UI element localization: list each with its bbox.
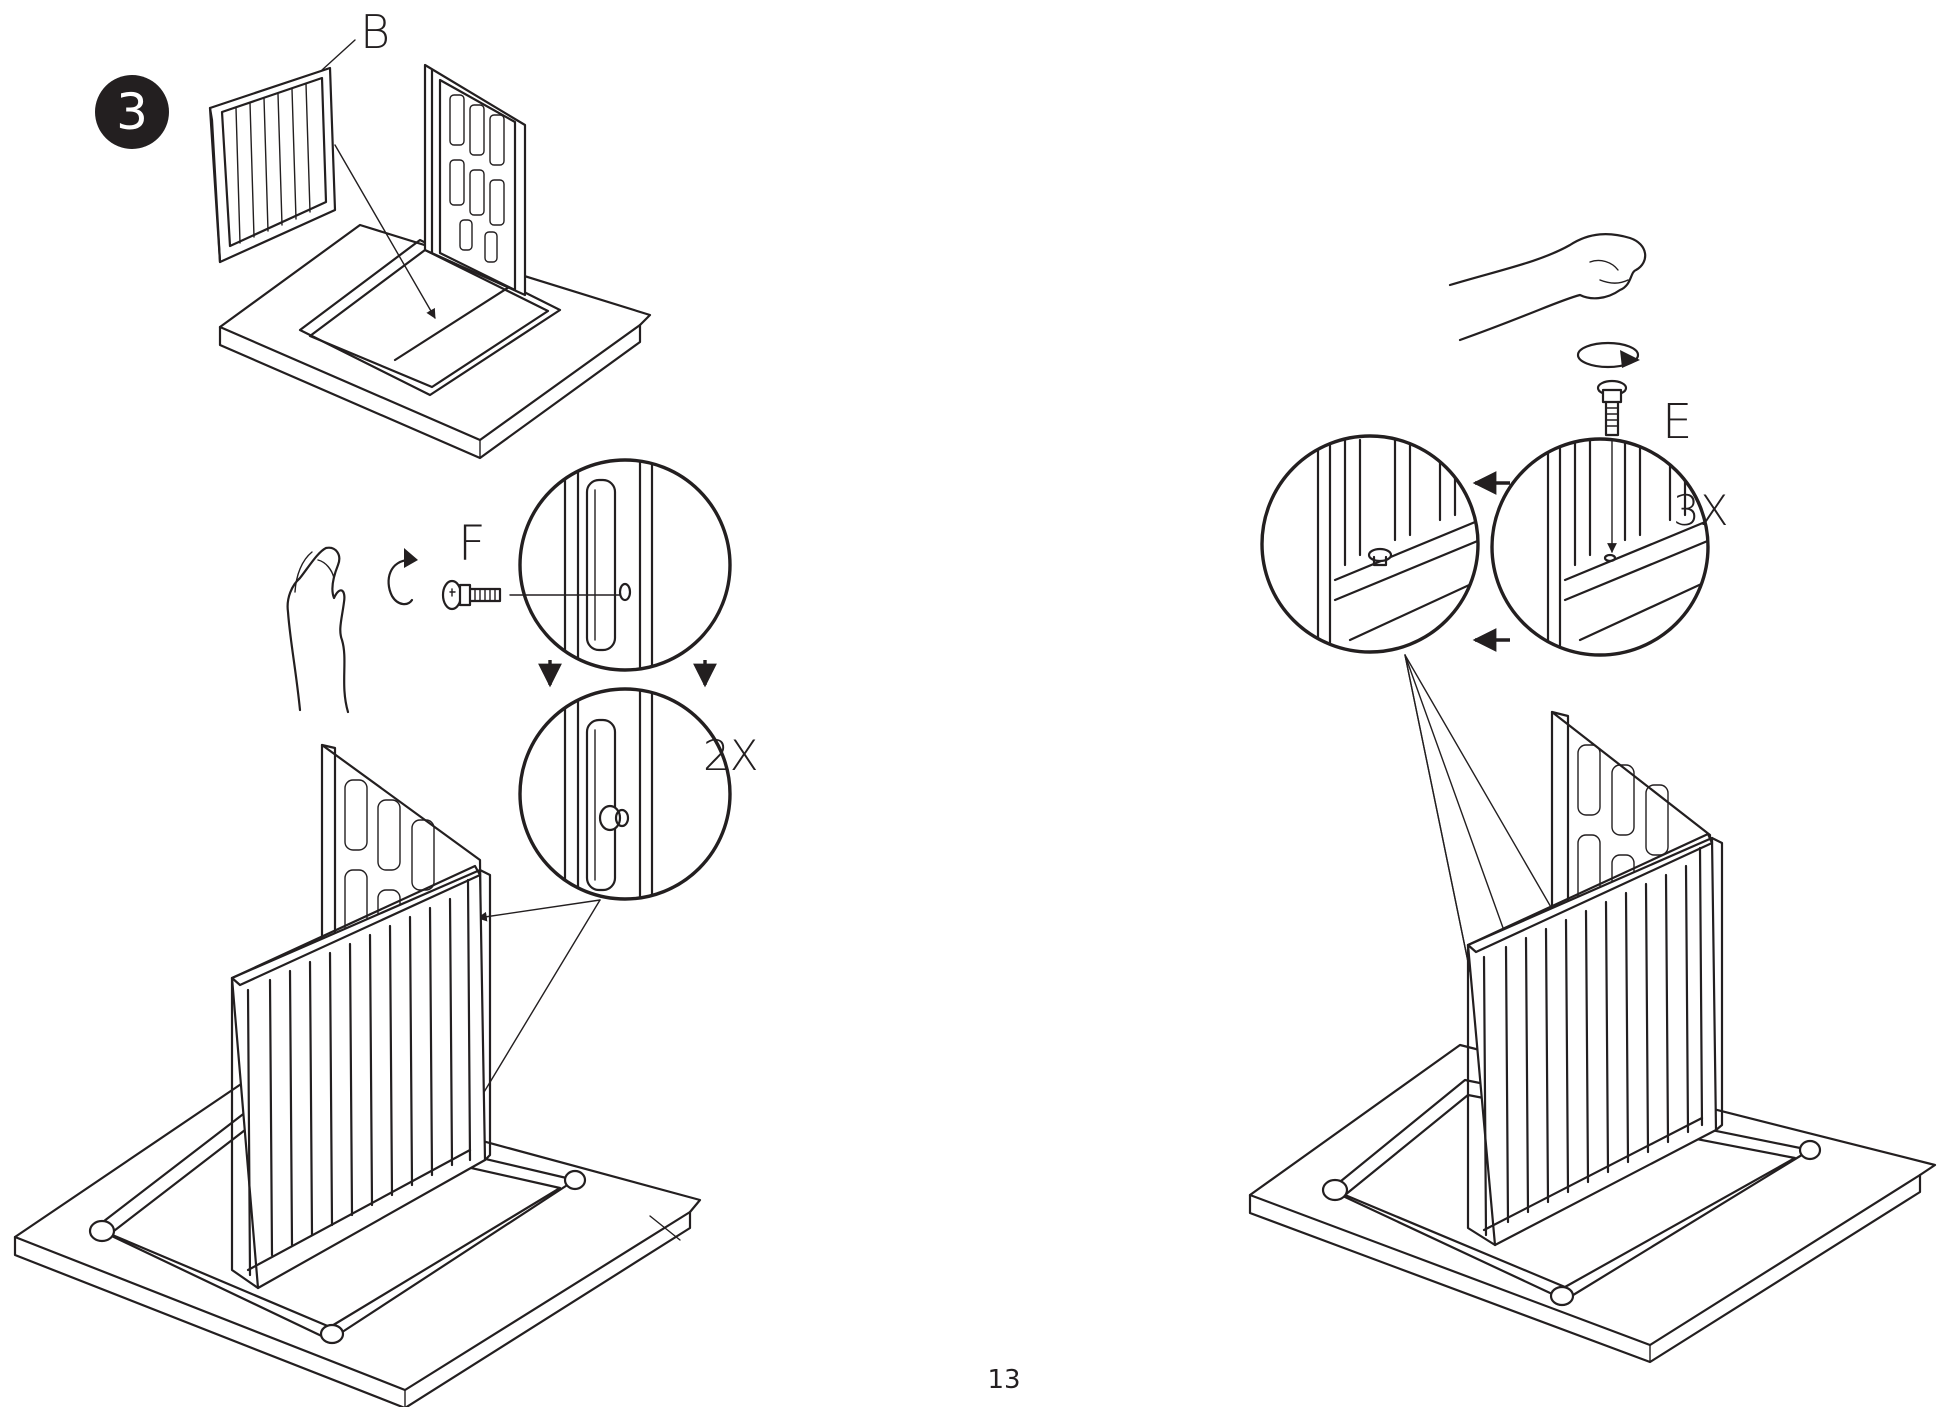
hand-tighten-icon-right <box>1448 233 1647 342</box>
quantity-e: 3X <box>1673 486 1729 535</box>
detail-circle-right-hole <box>1490 437 1710 657</box>
label-e: E <box>1662 394 1692 450</box>
pointer-arrow-upper <box>477 899 601 922</box>
rotate-clockwise-icon <box>387 548 418 606</box>
screw-f-icon <box>441 579 502 611</box>
base-frame <box>298 238 562 397</box>
base-frame-inner <box>308 248 550 389</box>
step-number: 3 <box>116 83 148 141</box>
rotate-clockwise-icon-right <box>1576 341 1640 369</box>
page-number: 13 <box>987 1365 1020 1395</box>
hand-tighten-icon <box>286 546 350 714</box>
pointer-arrow-lower <box>471 899 601 1113</box>
quantity-f: 2X <box>703 731 759 780</box>
floor-slab-top <box>218 223 652 442</box>
label-b: B <box>360 5 390 59</box>
placement-arrow <box>334 144 436 319</box>
detail-circle-before <box>518 458 732 672</box>
assembly-left <box>13 743 702 1410</box>
step-overview-illustration: B <box>208 5 652 460</box>
step-badge: 3 <box>95 75 169 149</box>
panel-b <box>208 66 337 264</box>
base-cross-bar <box>393 278 522 362</box>
label-f: F <box>458 516 486 572</box>
detail-circle-right-installed <box>1260 434 1480 654</box>
detail-circle-after <box>518 687 732 901</box>
standing-side-panel <box>423 63 527 297</box>
step-badge-circle <box>95 75 169 149</box>
assembly-right <box>1248 710 1937 1364</box>
label-b-leader <box>321 39 356 71</box>
direction-arrows-left <box>1472 471 1510 652</box>
direction-arrows-down <box>538 660 717 688</box>
screw-e-icon <box>1596 379 1628 437</box>
